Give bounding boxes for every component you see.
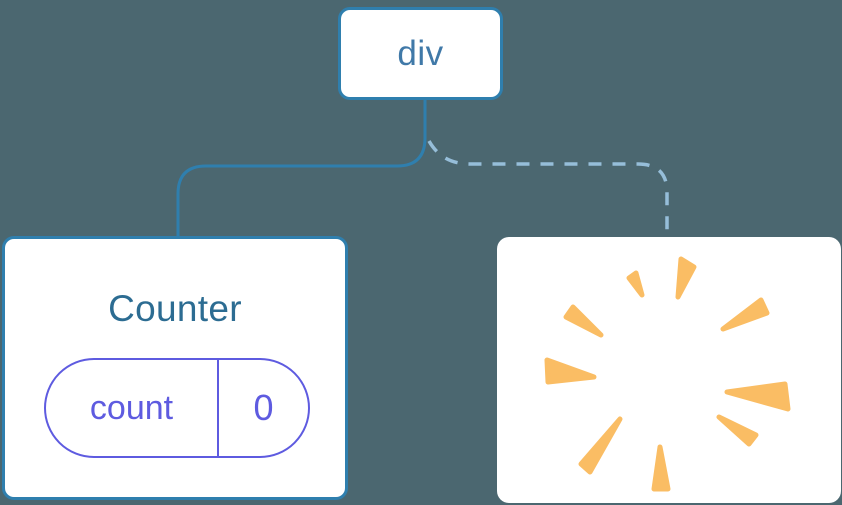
burst-ray xyxy=(651,444,671,492)
root-node-label: div xyxy=(397,33,444,73)
burst-ray xyxy=(626,270,645,298)
burst-ray xyxy=(563,304,604,338)
burst-ray xyxy=(675,256,697,300)
dashed-edge-to-removed xyxy=(427,140,669,236)
burst-ray xyxy=(544,357,597,385)
burst-ray xyxy=(578,416,623,475)
burst-ray xyxy=(720,297,770,332)
state-badge: count 0 xyxy=(44,358,310,458)
burst-ray xyxy=(724,381,791,412)
state-value: 0 xyxy=(253,387,274,428)
counter-component-card: Counter count 0 xyxy=(2,236,348,500)
component-title: Counter xyxy=(108,288,242,329)
burst-ray xyxy=(716,414,759,447)
poof-burst-icon xyxy=(544,256,791,492)
root-div-node: div xyxy=(338,7,503,100)
solid-edge-to-counter xyxy=(176,100,427,238)
state-key: count xyxy=(46,360,219,456)
removed-component-card xyxy=(497,237,841,503)
